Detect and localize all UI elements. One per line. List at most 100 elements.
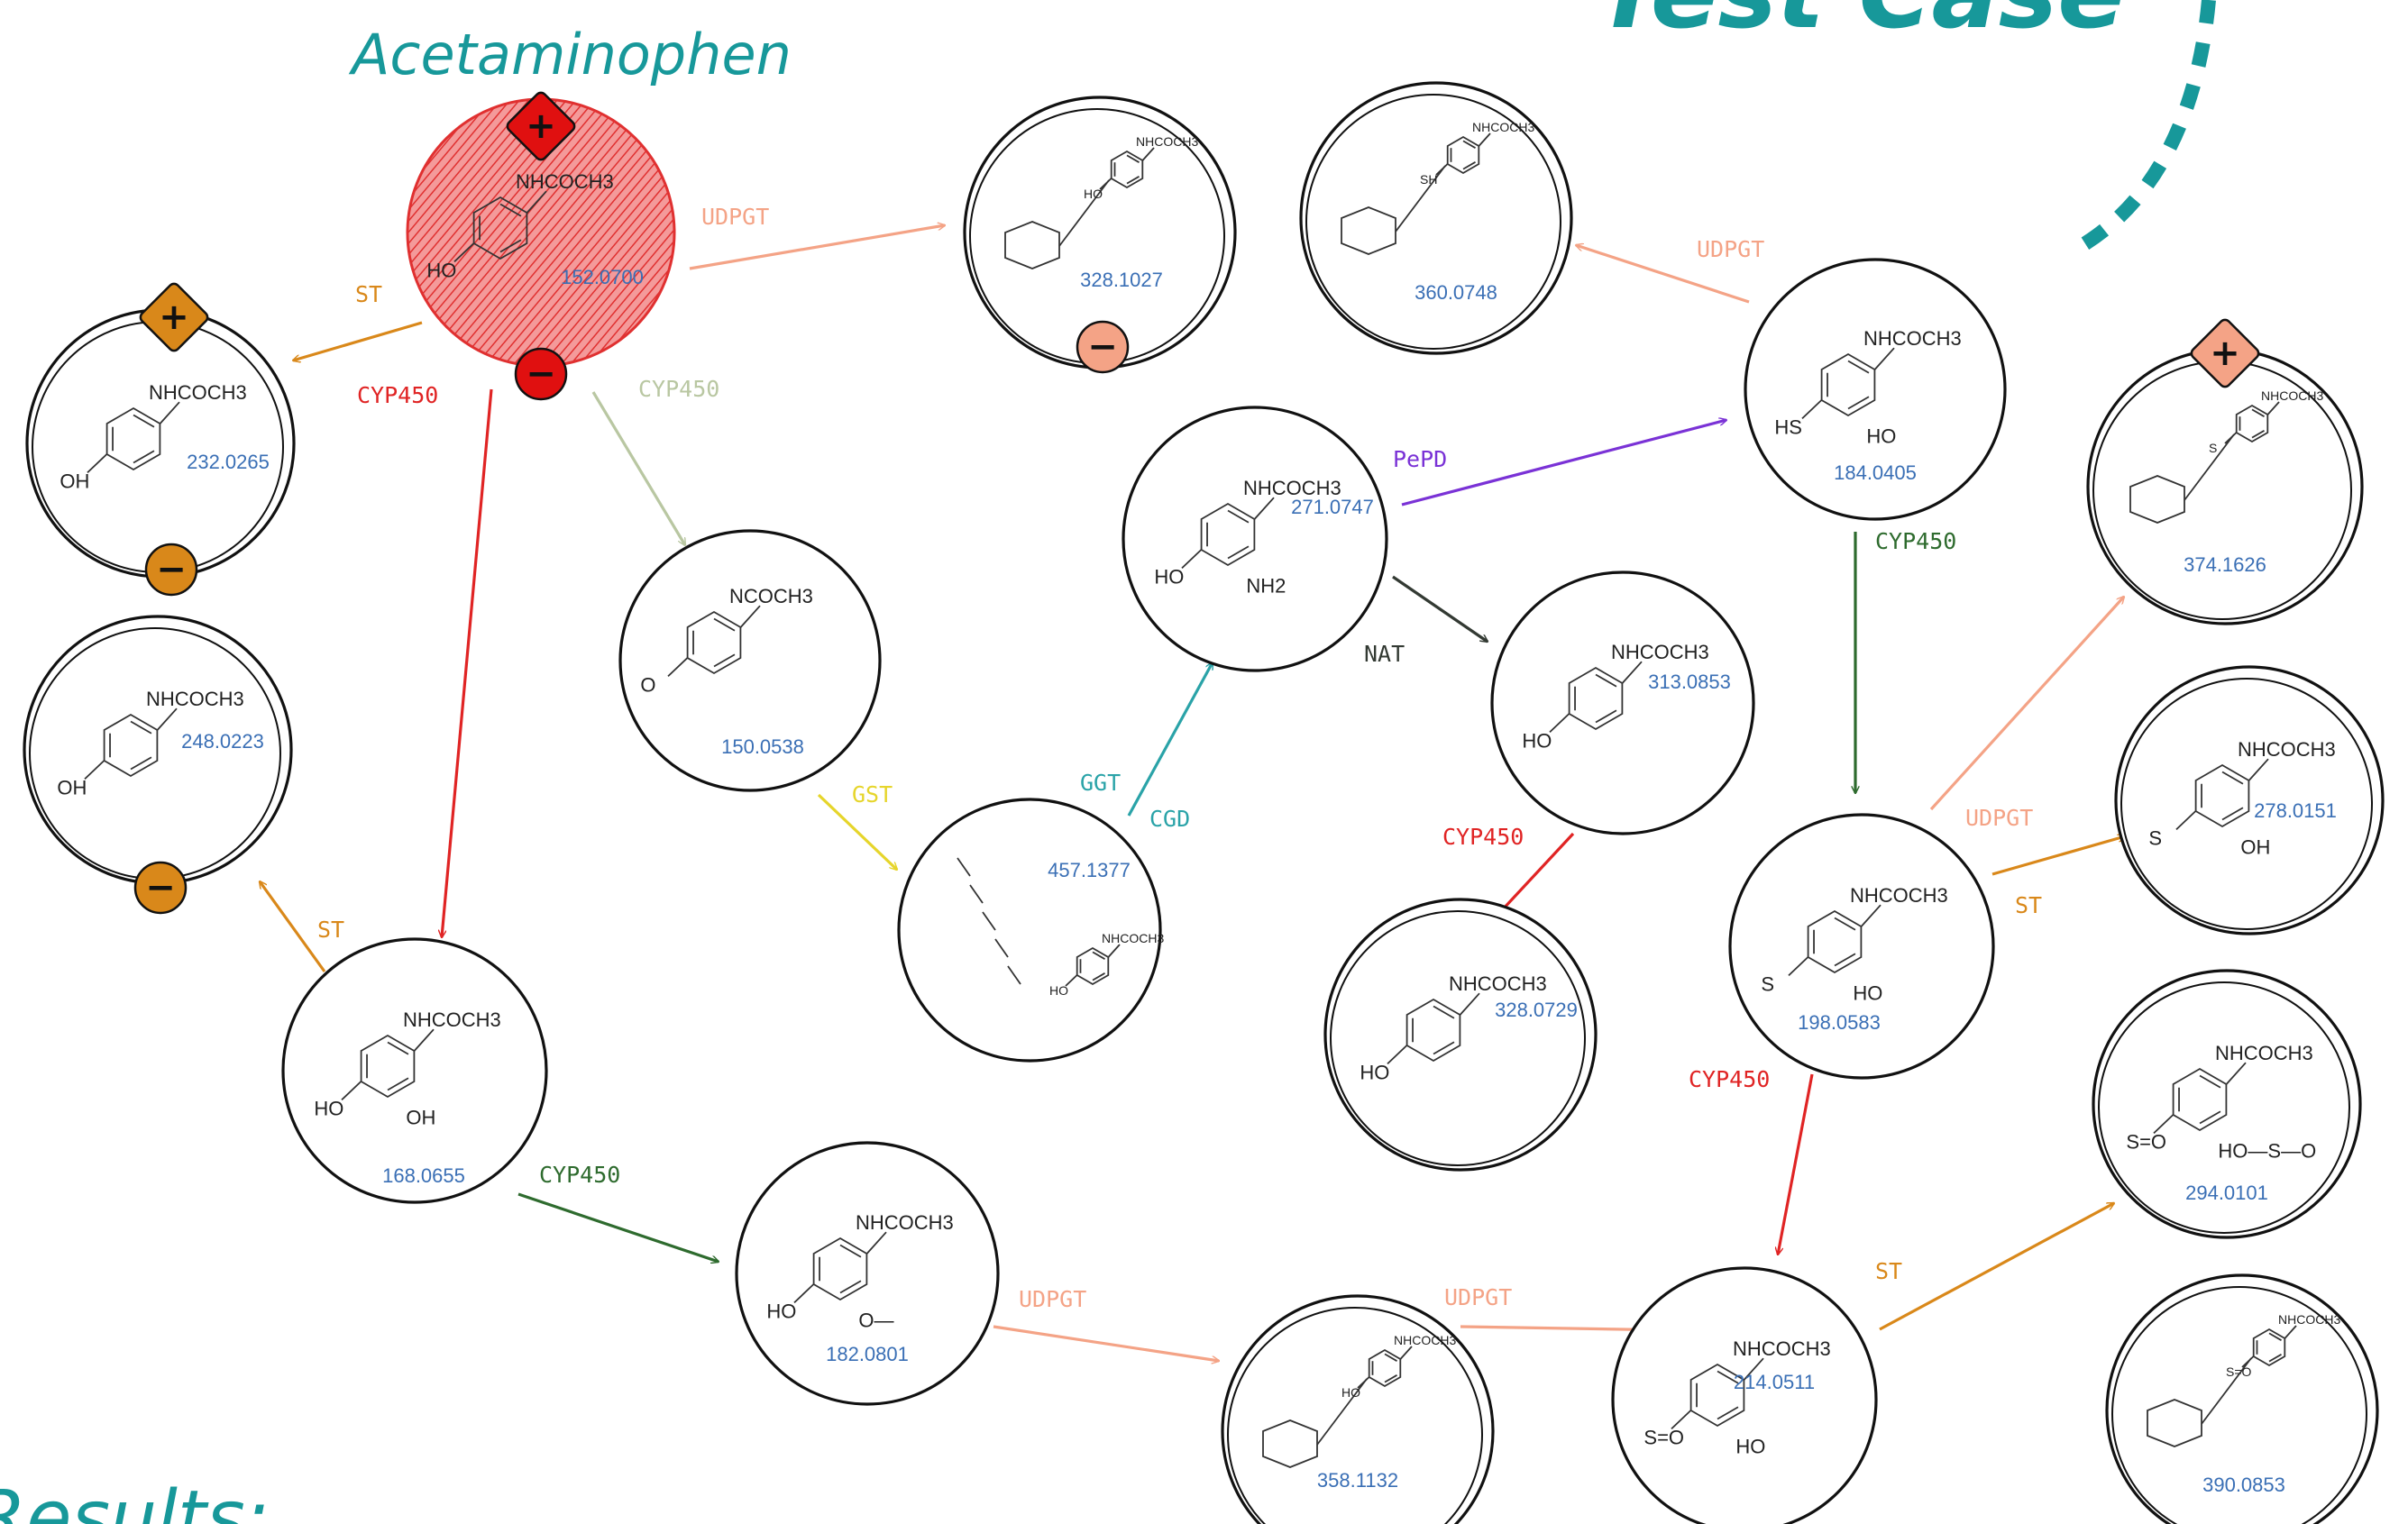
- formula-label: NHCOCH3: [403, 1008, 501, 1031]
- formula-label: NHCOCH3: [2238, 738, 2336, 761]
- arrow-line: [1991, 836, 2125, 876]
- footer-fragment: Results:: [0, 1475, 270, 1524]
- arrow-line: [1929, 597, 2124, 811]
- enzyme-label: ST: [1875, 1258, 1902, 1284]
- mass-label: 248.0223: [181, 730, 264, 753]
- formula-label: NHCOCH3: [1136, 134, 1198, 149]
- substituent-label: O: [640, 673, 655, 696]
- formula-label: NHCOCH3: [146, 688, 244, 710]
- arrow-line: [442, 388, 493, 937]
- node-circle: [2105, 1273, 2379, 1524]
- enzyme-label: UDPGT: [1697, 236, 1764, 262]
- substituent-label: HO: [1154, 565, 1184, 588]
- enzyme-label: ST: [355, 281, 382, 307]
- edge-cyp450: CYP450: [1442, 824, 1575, 924]
- formula-label: NHCOCH3: [149, 381, 247, 404]
- badge-symbol: +: [526, 105, 556, 147]
- enzyme-label: CYP450: [1875, 528, 1956, 554]
- mass-label: 390.0853: [2202, 1474, 2285, 1496]
- edge-cyp450: CYP450: [1689, 1066, 1814, 1255]
- formula-label: NHCOCH3: [1733, 1337, 1831, 1360]
- benzene-ring: [2252, 1328, 2286, 1367]
- node-circle: [1299, 81, 1573, 355]
- positive-mode-badge: +: [2190, 318, 2260, 388]
- arrow-line: [591, 391, 687, 545]
- node-circle: [618, 529, 882, 792]
- substituent-label: HO: [426, 259, 456, 281]
- enzyme-label: UDPGT: [1965, 805, 2033, 831]
- formula-label: NHCOCH3: [1863, 327, 1962, 350]
- edge-cyp450: CYP450: [357, 382, 493, 937]
- edge-udpgt: UDPGT: [993, 1286, 1219, 1361]
- formula-label: NHCOCH3: [2278, 1312, 2340, 1327]
- mass-label: 271.0747: [1291, 496, 1374, 518]
- mass-label: 168.0655: [382, 1164, 465, 1187]
- positive-mode-badge: +: [506, 91, 576, 161]
- edge-cgd: CGD: [1149, 806, 1190, 832]
- substituent-label: S: [2148, 826, 2162, 849]
- benzene-ring: [812, 1237, 868, 1301]
- substituent-label-2: HO: [1866, 425, 1896, 448]
- benzene-ring: [2235, 404, 2269, 443]
- benzene-ring: [1820, 352, 1876, 417]
- enzyme-label: GST: [852, 781, 893, 808]
- enzyme-label: NAT: [1364, 641, 1405, 667]
- substituent-label: S: [2209, 441, 2217, 455]
- substituent-label-2: OH: [2240, 836, 2270, 859]
- benzene-ring: [360, 1034, 416, 1099]
- substituent-label: S=O: [2226, 1364, 2252, 1379]
- arrow-line: [817, 793, 897, 870]
- benzene-ring: [1568, 666, 1624, 731]
- enzyme-label: CYP450: [357, 382, 438, 408]
- substituent-label: HS: [1774, 415, 1802, 438]
- edge-gst: GST: [817, 781, 897, 870]
- substituent-label: OH: [60, 470, 89, 492]
- node-inner-circle: [1227, 1307, 1483, 1524]
- mass-label: 278.0151: [2254, 799, 2337, 822]
- formula-label: NHCOCH3: [516, 170, 614, 193]
- formula-label: NHCOCH3: [1102, 931, 1164, 945]
- enzyme-label: ST: [2015, 892, 2042, 918]
- enzyme-label: ST: [317, 917, 344, 943]
- substituent-label: HO: [314, 1097, 343, 1119]
- enzyme-label: CGD: [1149, 806, 1190, 832]
- edge-udpgt: UDPGT: [689, 204, 945, 270]
- edge-cyp450: CYP450: [1855, 528, 1956, 793]
- formula-label: NHCOCH3: [1611, 641, 1709, 663]
- substituent-label-2: HO: [1735, 1436, 1765, 1458]
- enzyme-label: CYP450: [1689, 1066, 1770, 1092]
- mass-label: 374.1626: [2184, 553, 2266, 576]
- formula-label: NHCOCH3: [856, 1211, 954, 1234]
- benzene-ring: [1405, 998, 1461, 1063]
- mass-label: 232.0265: [187, 451, 270, 473]
- edge-st: ST: [1991, 836, 2125, 918]
- mass-label: 358.1132: [1317, 1469, 1398, 1492]
- node-circle: [897, 798, 1162, 1063]
- benzene-ring: [1446, 135, 1480, 175]
- arrow-line: [293, 321, 423, 360]
- substituent-label: OH: [57, 776, 87, 799]
- badge-symbol: −: [145, 867, 176, 908]
- substituent-label: HO: [1084, 187, 1103, 201]
- negative-mode-badge: −: [133, 861, 188, 915]
- enzyme-label: GGT: [1080, 770, 1121, 796]
